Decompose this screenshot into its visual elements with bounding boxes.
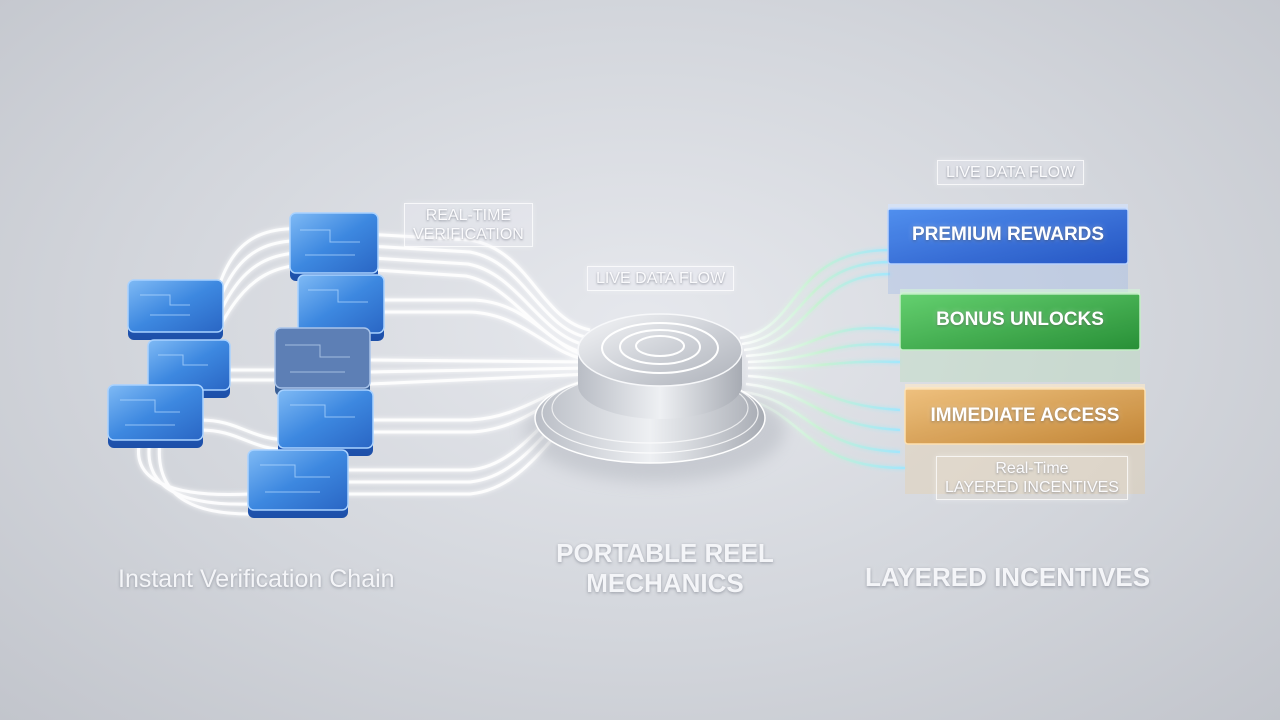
caption-instant-verification-chain: Instant Verification Chain — [118, 565, 395, 593]
caption-layered-incentives: LAYERED INCENTIVES — [865, 562, 1151, 592]
panel-label-premium-rewards: PREMIUM REWARDS — [911, 224, 1105, 245]
tag-live-data-flow-center: LIVE DATA FLOW — [587, 266, 735, 291]
panel-label-immediate-access: IMMEDIATE ACCESS — [930, 405, 1120, 426]
panel-bonus-unlocks — [899, 289, 1141, 382]
caption-portable-reel-mechanics: PORTABLE REEL MECHANICS — [556, 538, 774, 598]
incentive-wires — [739, 248, 906, 470]
chip — [274, 327, 371, 396]
chip — [277, 389, 374, 456]
tag-realtime-layered-incentives: Real-Time LAYERED INCENTIVES — [936, 456, 1128, 500]
reel-disc — [525, 313, 785, 482]
chip — [297, 274, 385, 341]
chip — [107, 384, 204, 448]
tag-realtime-verification: REAL-TIME VERIFICATION — [404, 203, 533, 247]
panel-immediate-access — [904, 384, 1146, 494]
tag-live-data-flow-right: LIVE DATA FLOW — [937, 160, 1085, 185]
incentive-panels — [887, 204, 1146, 494]
chip — [127, 279, 224, 340]
panel-label-bonus-unlocks: BONUS UNLOCKS — [936, 309, 1104, 330]
panel-premium-rewards — [887, 204, 1129, 294]
chip — [289, 212, 379, 281]
verification-chips — [107, 212, 385, 518]
chip — [247, 449, 349, 518]
